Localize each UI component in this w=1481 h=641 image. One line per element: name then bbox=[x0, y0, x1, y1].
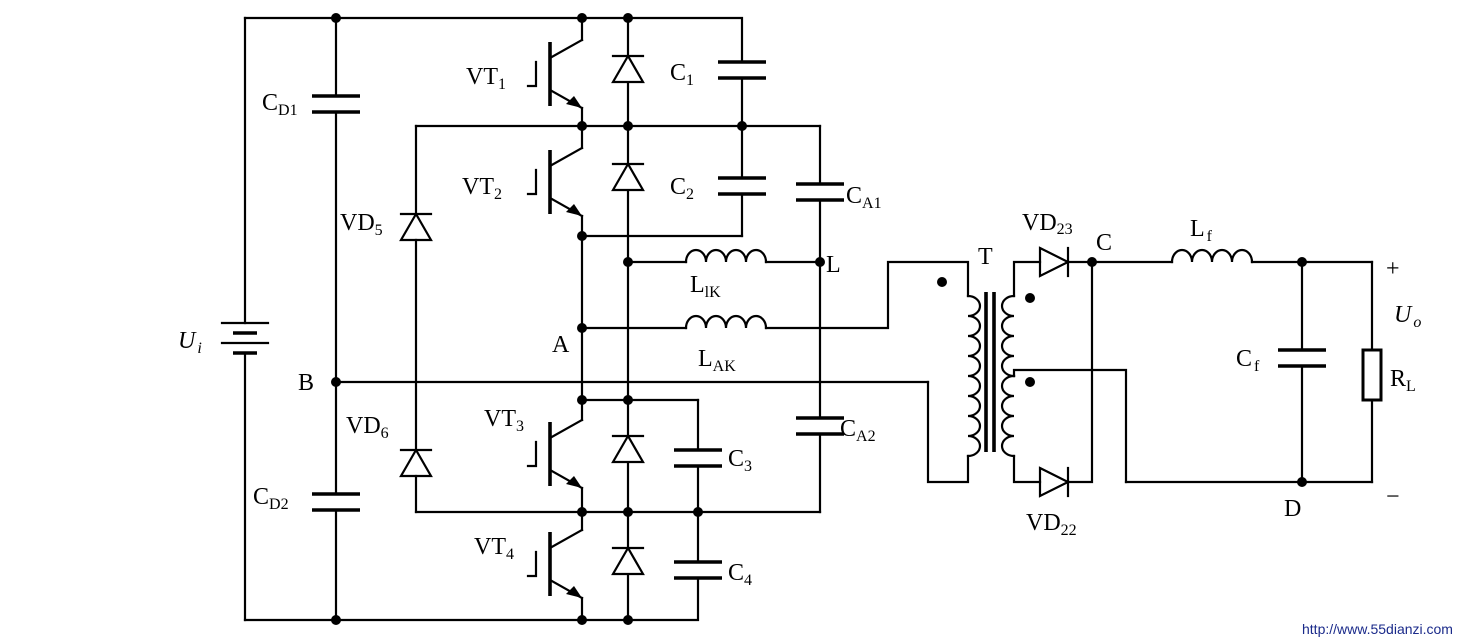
label-cd2: CD2 bbox=[253, 484, 289, 513]
capacitor-branch-cd bbox=[312, 16, 360, 622]
label-c2: C2 bbox=[670, 174, 694, 203]
output-filter bbox=[1090, 248, 1374, 484]
label-transformer-t: T bbox=[978, 244, 993, 270]
label-vd22: VD22 bbox=[1026, 510, 1077, 539]
label-plus: + bbox=[1386, 256, 1400, 282]
label-minus: − bbox=[1386, 484, 1400, 510]
label-c1: C1 bbox=[670, 60, 694, 89]
label-ca1: CA1 bbox=[846, 183, 882, 212]
label-llk: LlK bbox=[690, 272, 721, 301]
label-vt3: VT3 bbox=[484, 406, 524, 435]
freewheel-diode-column bbox=[611, 16, 645, 622]
label-vd23: VD23 bbox=[1022, 210, 1073, 238]
transistor-vt3 bbox=[526, 418, 584, 490]
label-cd1: CD1 bbox=[262, 90, 298, 119]
node-label-d: D bbox=[1284, 496, 1301, 522]
diode-vd22 bbox=[1038, 260, 1094, 498]
battery-ui bbox=[220, 321, 270, 355]
label-ca2: CA2 bbox=[840, 416, 876, 445]
node-label-c: C bbox=[1096, 230, 1112, 256]
node-label-l: L bbox=[826, 252, 841, 278]
label-vt1: VT1 bbox=[466, 64, 506, 93]
node-label-a: A bbox=[552, 332, 570, 358]
label-vt4: VT4 bbox=[474, 534, 514, 563]
transistor-vt1 bbox=[526, 38, 584, 110]
transformer-t bbox=[926, 260, 1128, 484]
capacitor-c3-c4-branch bbox=[580, 398, 722, 580]
label-c3: C3 bbox=[728, 446, 752, 475]
inductor-lak bbox=[580, 260, 970, 330]
label-vt2: VT2 bbox=[462, 174, 502, 203]
transistor-vt4 bbox=[526, 528, 584, 600]
supply-wiring bbox=[243, 16, 744, 622]
watermark: http://www.55dianzi.com bbox=[1302, 621, 1453, 637]
capacitor-c1 bbox=[718, 60, 766, 80]
junction-dots bbox=[331, 13, 1307, 625]
label-vd6: VD6 bbox=[346, 413, 389, 442]
clamp-diode-branch bbox=[399, 124, 822, 514]
resistor-rl bbox=[1361, 260, 1383, 484]
capacitor-branch-ca bbox=[796, 124, 844, 514]
node-label-b: B bbox=[298, 370, 314, 396]
capacitor-c2 bbox=[718, 176, 766, 196]
label-vd5: VD5 bbox=[340, 210, 383, 239]
label-c4: C4 bbox=[728, 560, 752, 589]
label-lak: LAK bbox=[698, 346, 736, 375]
inductor-llk bbox=[626, 248, 822, 264]
label-rl: RL bbox=[1390, 366, 1416, 395]
transistor-vt2 bbox=[526, 146, 584, 218]
diode-vd23 bbox=[1038, 246, 1094, 278]
